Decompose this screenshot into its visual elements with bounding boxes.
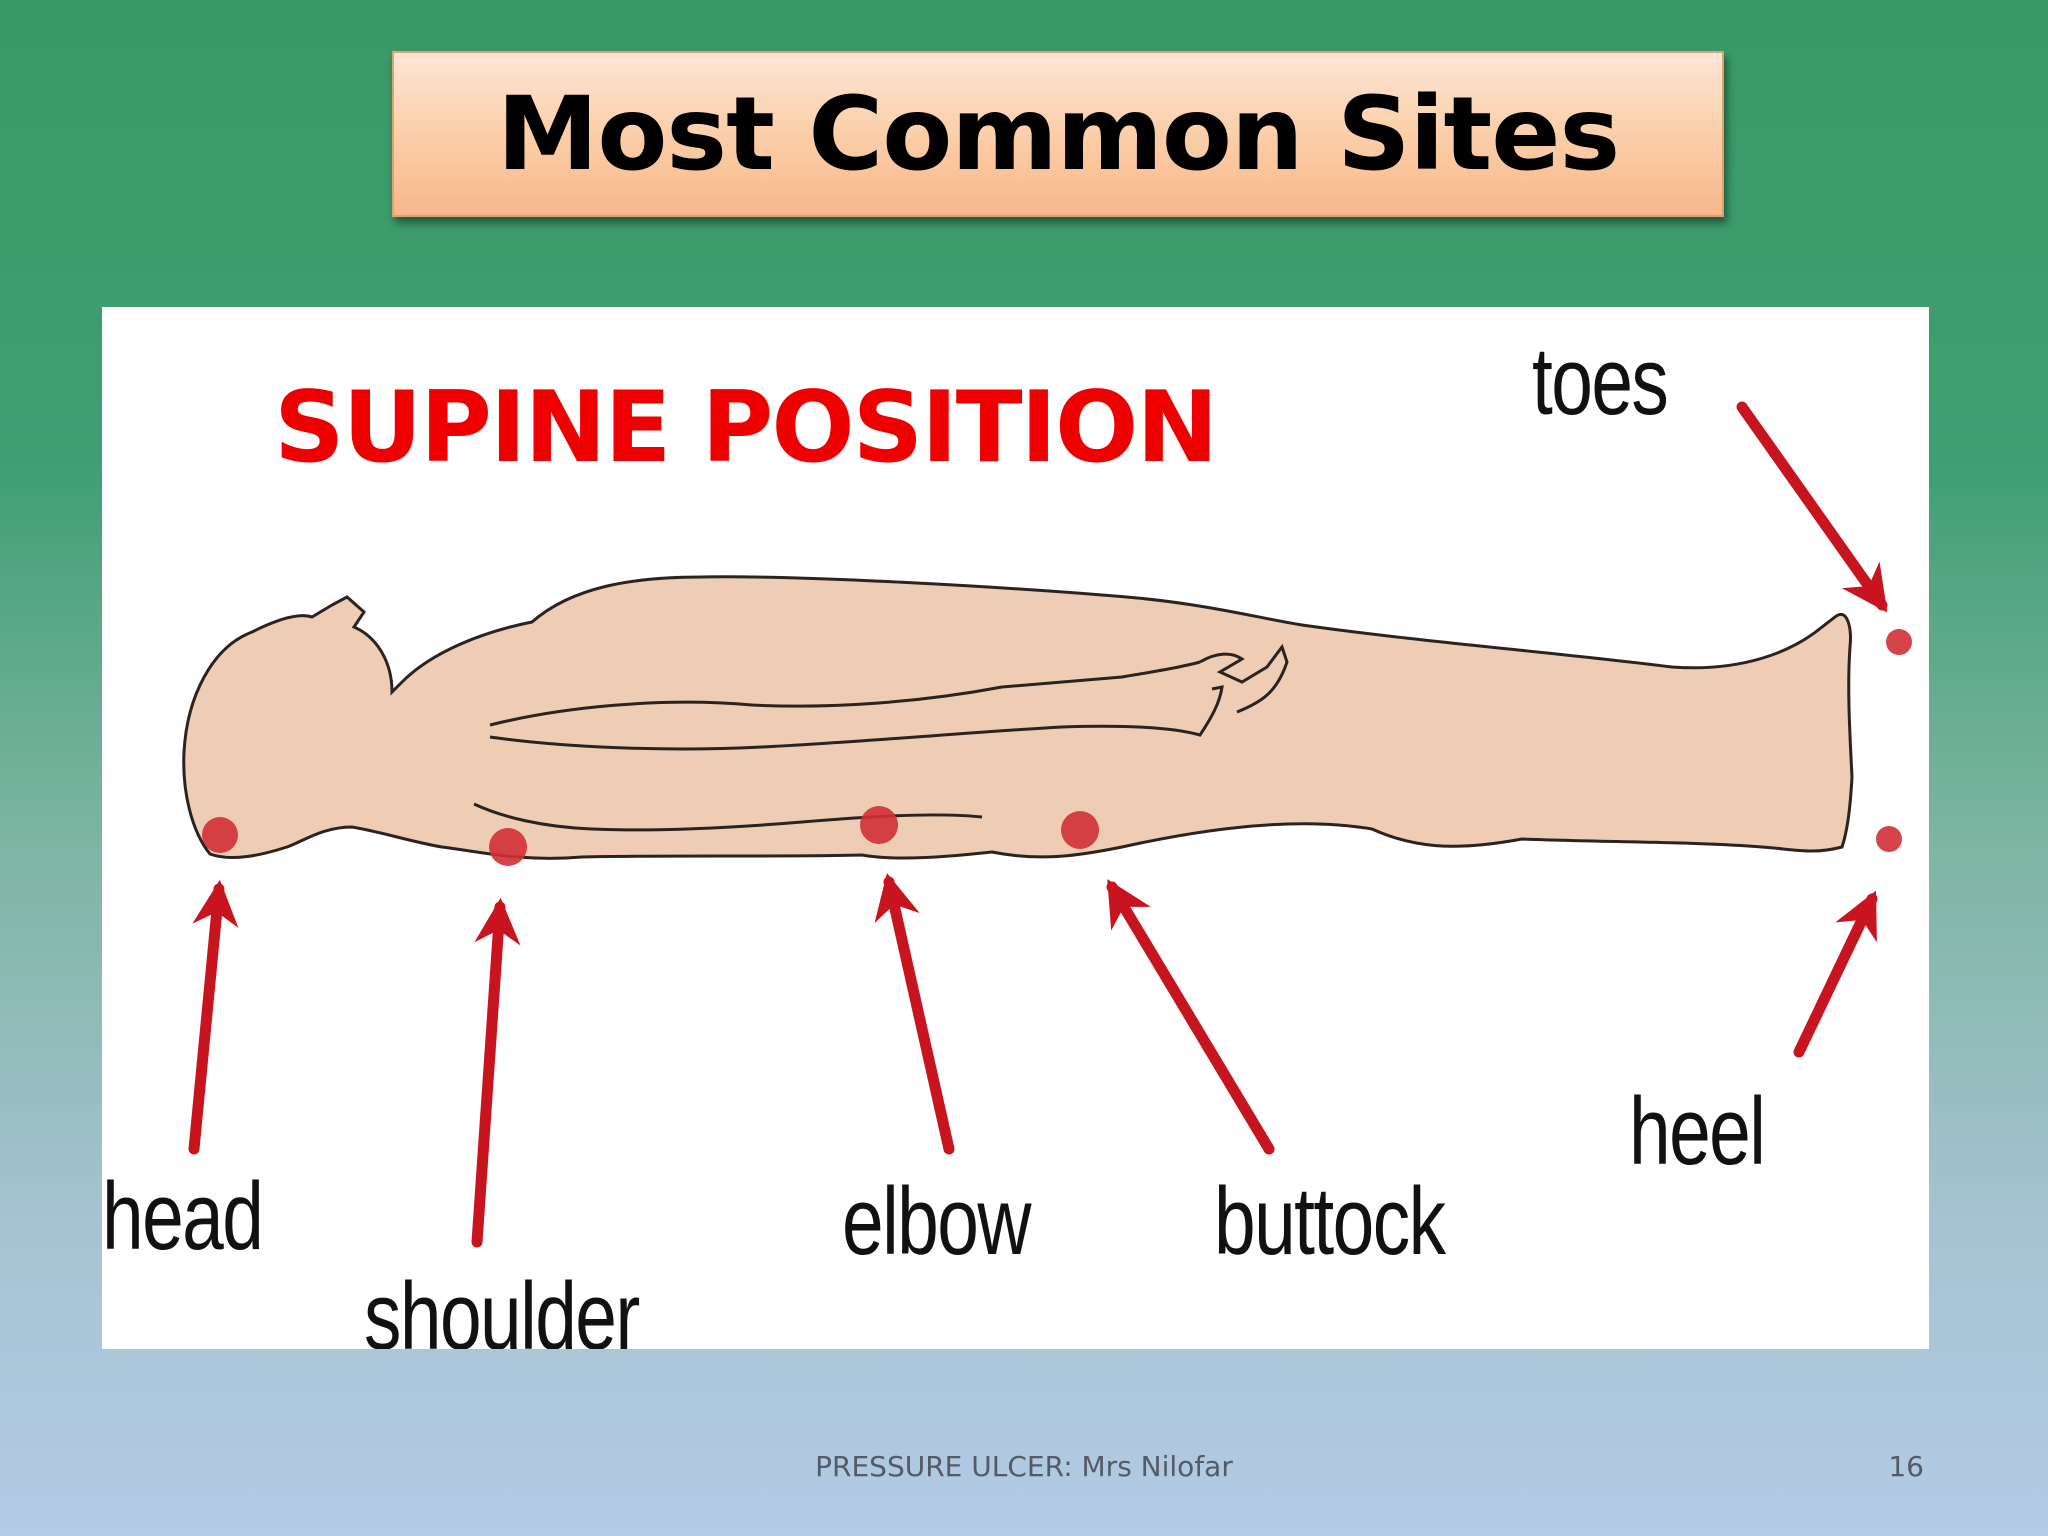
label-head: head bbox=[102, 1163, 264, 1270]
pressure-point-elbow bbox=[860, 806, 898, 844]
pressure-point-heel bbox=[1876, 826, 1902, 852]
supine-body-illustration bbox=[182, 401, 1912, 1248]
label-shoulder: shoulder bbox=[364, 1263, 640, 1349]
hand-lines bbox=[1199, 643, 1289, 714]
arrow-head bbox=[188, 879, 239, 1155]
arrow-toes bbox=[1736, 401, 1888, 613]
slide-footer: PRESSURE ULCER: Mrs Nilofar bbox=[815, 1450, 1233, 1483]
arrow-shoulder bbox=[471, 897, 521, 1248]
label-elbow: elbow bbox=[842, 1168, 1031, 1275]
page-number: 16 bbox=[1888, 1450, 1924, 1483]
arm-lower-line bbox=[489, 685, 1224, 751]
label-toes: toes bbox=[1532, 328, 1669, 435]
slide-title: Most Common Sites bbox=[496, 74, 1620, 194]
pressure-point-head bbox=[202, 817, 238, 853]
arrow-heel bbox=[1793, 890, 1878, 1058]
title-box: Most Common Sites bbox=[392, 51, 1724, 217]
label-heel: heel bbox=[1629, 1078, 1766, 1185]
torso-line bbox=[473, 802, 983, 832]
body-outline bbox=[182, 575, 1854, 860]
arrow-elbow bbox=[874, 872, 955, 1155]
position-heading: SUPINE POSITION bbox=[274, 371, 1218, 485]
label-buttock: buttock bbox=[1214, 1168, 1446, 1275]
arm-upper-line bbox=[489, 660, 1201, 727]
pressure-point-shoulder bbox=[489, 828, 527, 866]
pressure-point-buttock bbox=[1061, 811, 1099, 849]
arrow-buttock bbox=[1106, 879, 1275, 1155]
supine-diagram: SUPINE POSITION toes head shoulder elbow… bbox=[102, 307, 1929, 1349]
pressure-point-toes bbox=[1886, 629, 1912, 655]
